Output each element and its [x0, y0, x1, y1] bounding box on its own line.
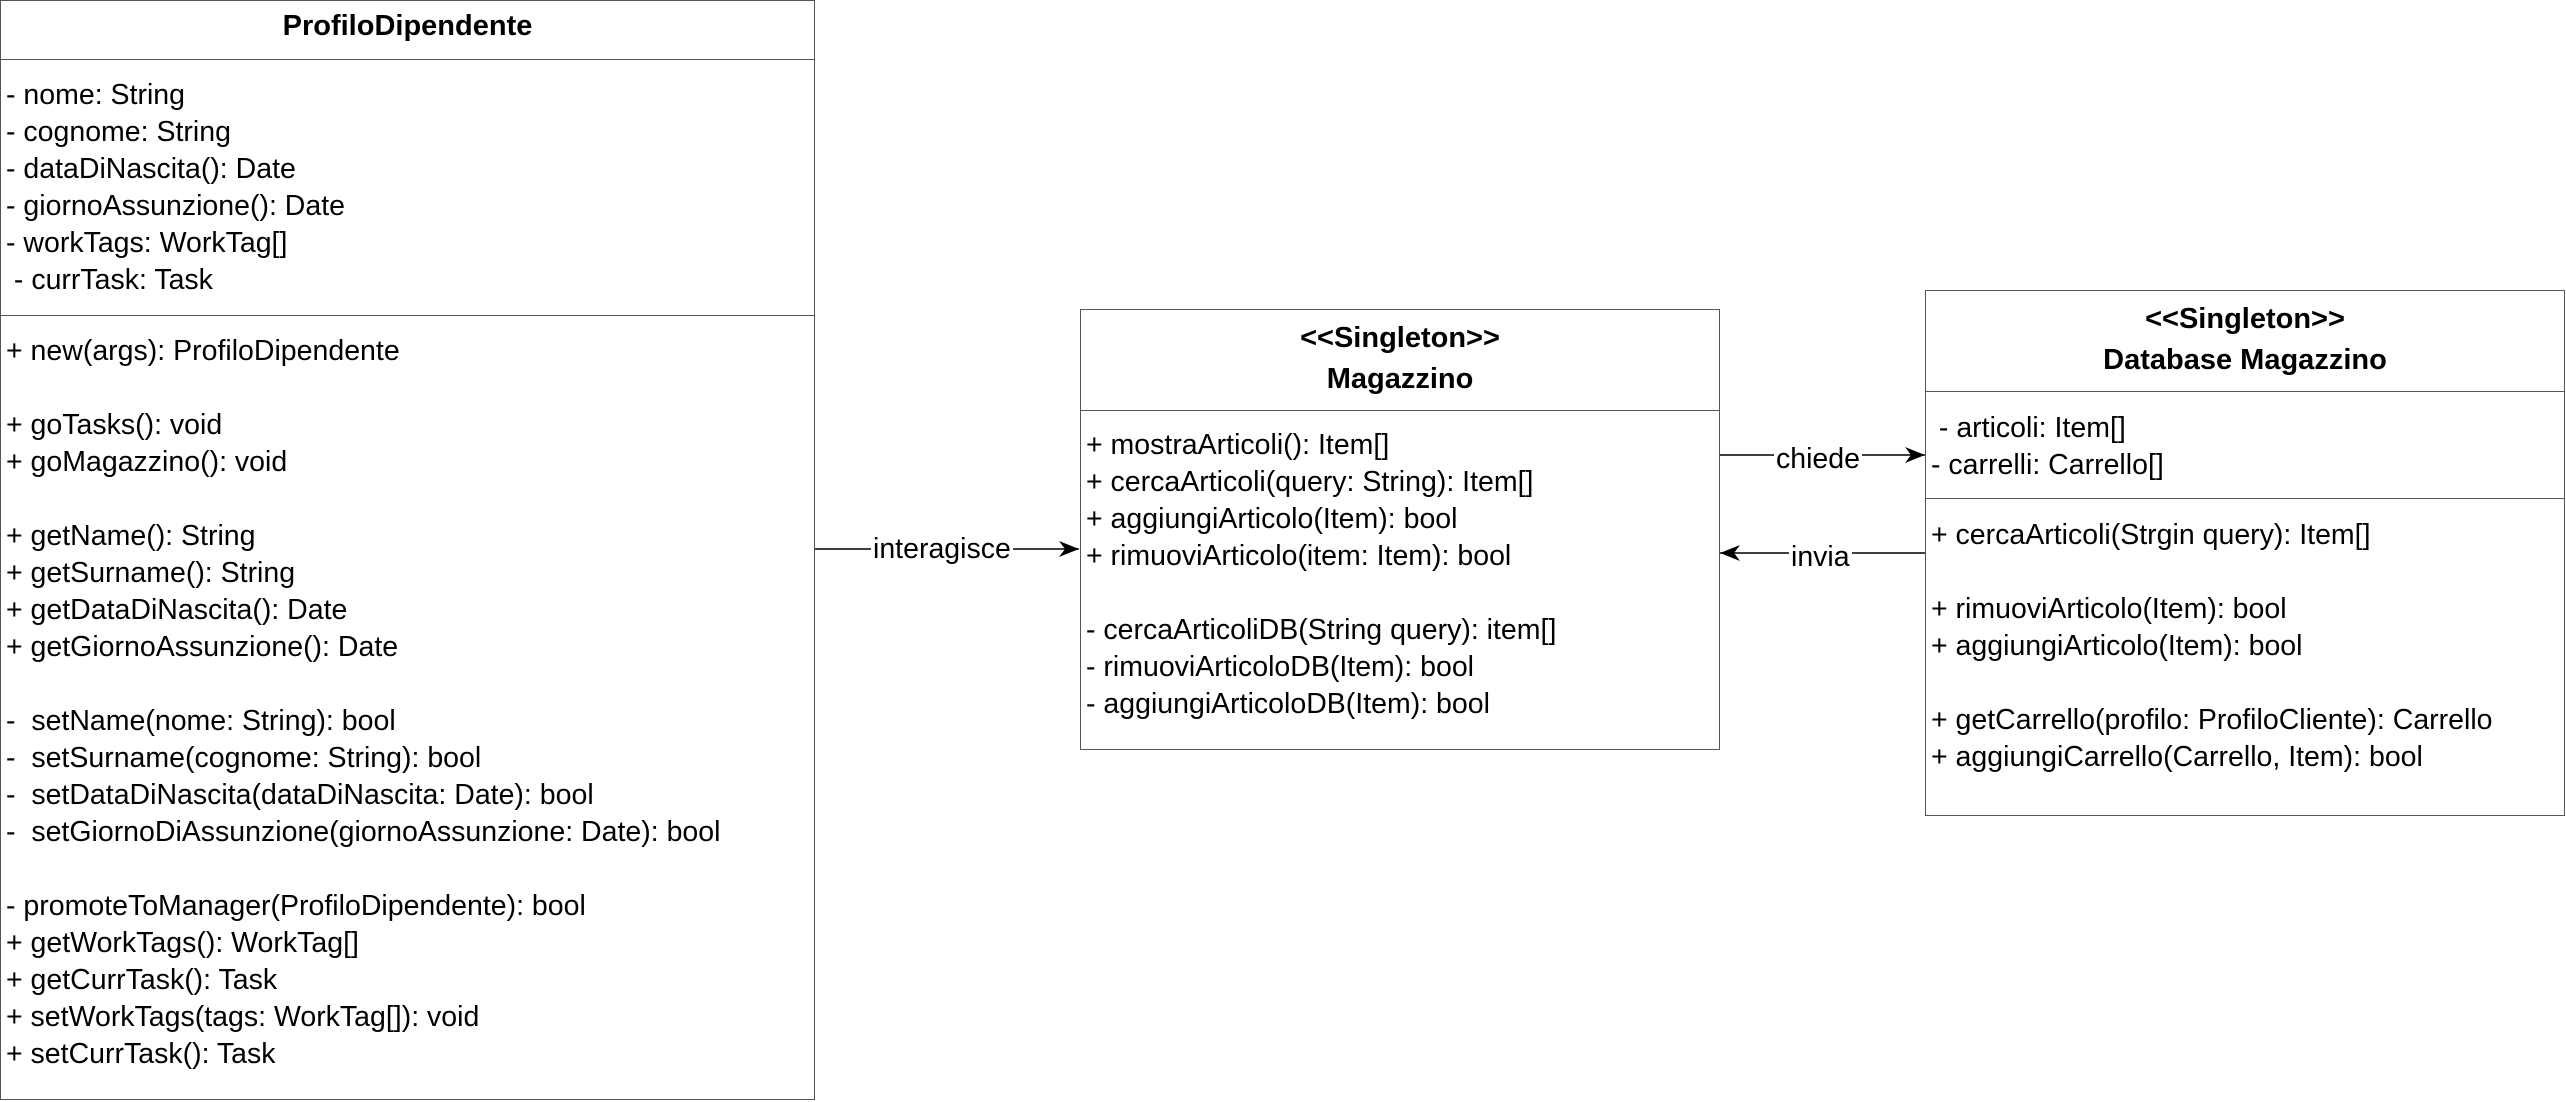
class-method: + getWorkTags(): WorkTag[]: [6, 927, 359, 959]
class-method: - cercaArticoliDB(String query): item[]: [1086, 614, 1557, 646]
blank-separator: [6, 481, 814, 518]
class-attribute: - currTask: Task: [6, 264, 213, 296]
class-method: - setName(nome: String): bool: [6, 705, 396, 737]
class-method: + getGiornoAssunzione(): Date: [6, 631, 399, 663]
class-method: - setGiornoDiAssunzione(giornoAssunzione…: [6, 816, 721, 848]
class-profilo-dipendente: ProfiloDipendente - nome: String - cognom…: [0, 0, 815, 1100]
blank-separator: [1086, 575, 1719, 612]
class-method: + aggiungiArticolo(Item): bool: [1086, 503, 1458, 535]
class-method: - rimuoviArticoloDB(Item): bool: [1086, 651, 1475, 683]
class-database-magazzino-methods: + cercaArticoli(Strgin query): Item[] + r…: [1926, 499, 2564, 776]
class-magazzino: <<Singleton>> Magazzino + mostraArticoli…: [1080, 309, 1720, 750]
class-method: - aggiungiArticoloDB(Item): bool: [1086, 688, 1490, 720]
class-magazzino-stereotype: <<Singleton>>: [1300, 322, 1500, 354]
class-method: - setSurname(cognome: String): bool: [6, 742, 482, 774]
class-profilo-dipendente-attributes: - nome: String - cognome: String - dataDiN…: [1, 60, 814, 316]
relation-interagisce-label: interagisce: [871, 533, 1013, 565]
class-method: + mostraArticoli(): Item[]: [1086, 429, 1390, 461]
class-method: + rimuoviArticolo(Item): bool: [1931, 593, 2287, 625]
class-database-magazzino-header: <<Singleton>> Database Magazzino: [1926, 291, 2564, 392]
class-attribute: - cognome: String: [6, 116, 231, 148]
class-method: + getSurname(): String: [6, 557, 296, 589]
class-database-magazzino: <<Singleton>> Database Magazzino - artic…: [1925, 290, 2565, 816]
class-profilo-dipendente-name: ProfiloDipendente: [282, 10, 533, 42]
blank-separator: [1931, 554, 2564, 591]
class-attribute: - workTags: WorkTag[]: [6, 227, 288, 259]
class-method: + new(args): ProfiloDipendente: [6, 335, 400, 367]
blank-separator: [1931, 665, 2564, 702]
class-attribute: - carrelli: Carrello[]: [1931, 449, 2164, 481]
class-database-magazzino-attributes: - articoli: Item[] - carrelli: Carrello[]: [1926, 392, 2564, 499]
class-attribute: - giornoAssunzione(): Date: [6, 190, 345, 222]
class-method: + rimuoviArticolo(item: Item): bool: [1086, 540, 1512, 572]
class-method: + cercaArticoli(query: String): Item[]: [1086, 466, 1534, 498]
class-method: - promoteToManager(ProfiloDipendente): b…: [6, 890, 586, 922]
class-method: + getDataDiNascita(): Date: [6, 594, 348, 626]
class-method: + setWorkTags(tags: WorkTag[]): void: [6, 1001, 480, 1033]
class-attribute: - dataDiNascita(): Date: [6, 153, 296, 185]
class-method: + setCurrTask(): Task: [6, 1038, 276, 1070]
class-attribute: - articoli: Item[]: [1931, 412, 2126, 444]
blank-separator: [6, 370, 814, 407]
class-magazzino-methods: + mostraArticoli(): Item[] + cercaArticol…: [1081, 411, 1719, 723]
class-method: - setDataDiNascita(dataDiNascita: Date):…: [6, 779, 594, 811]
blank-separator: [6, 851, 814, 888]
class-database-magazzino-name: Database Magazzino: [2103, 344, 2387, 376]
class-method: + aggiungiCarrello(Carrello, Item): bool: [1931, 741, 2423, 773]
blank-separator: [6, 666, 814, 703]
relation-chiede-label: chiede: [1774, 443, 1862, 475]
relation-invia-label: invia: [1789, 541, 1852, 573]
class-method: + getCurrTask(): Task: [6, 964, 278, 996]
class-method: + goMagazzino(): void: [6, 446, 288, 478]
class-method: + cercaArticoli(Strgin query): Item[]: [1931, 519, 2371, 551]
class-profilo-dipendente-header: ProfiloDipendente: [1, 1, 814, 60]
class-magazzino-name: Magazzino: [1326, 363, 1474, 395]
class-method: + getCarrello(profilo: ProfiloCliente): …: [1931, 704, 2493, 736]
class-method: + aggiungiArticolo(Item): bool: [1931, 630, 2303, 662]
class-magazzino-header: <<Singleton>> Magazzino: [1081, 310, 1719, 411]
class-attribute: - nome: String: [6, 79, 185, 111]
class-database-magazzino-stereotype: <<Singleton>>: [2145, 303, 2345, 335]
class-method: + goTasks(): void: [6, 409, 223, 441]
class-profilo-dipendente-methods: + new(args): ProfiloDipendente + goTasks(…: [1, 316, 814, 1073]
class-method: + getName(): String: [6, 520, 256, 552]
